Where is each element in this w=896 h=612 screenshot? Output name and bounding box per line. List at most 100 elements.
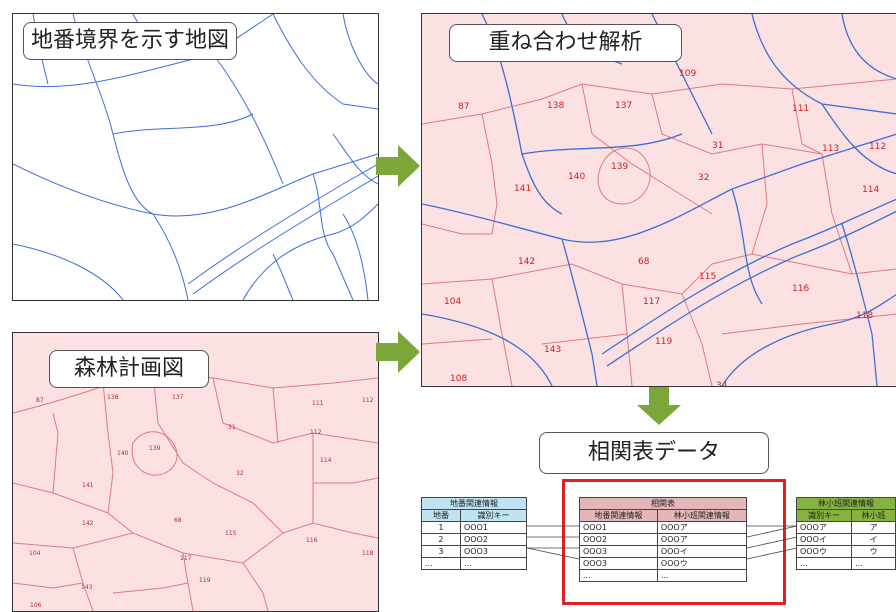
parcel-number-label: 115 bbox=[699, 272, 717, 282]
arrow-down-icon bbox=[637, 387, 681, 425]
parcel-number-label: 31 bbox=[228, 424, 236, 431]
parcel-number-label: 140 bbox=[117, 450, 129, 457]
parcel-number-label: 112 bbox=[310, 429, 322, 436]
parcel-number-label: 34 bbox=[716, 381, 728, 387]
parcel-number-label: 111 bbox=[792, 104, 810, 114]
rinshohan-table-title: 林小班関連情報 bbox=[796, 497, 896, 510]
parcel-number-label: 115 bbox=[225, 530, 237, 537]
cadastral-map-panel: 地番境界を示す地図 bbox=[12, 13, 379, 301]
parcel-number-label: 117 bbox=[643, 297, 661, 307]
forest-plan-title: 森林計画図 bbox=[49, 350, 209, 388]
parcel-number-label: 109 bbox=[679, 69, 697, 79]
table-cell: ... bbox=[795, 557, 853, 570]
forest-plan-panel: 森林計画図 bbox=[12, 332, 379, 612]
parcel-number-label: 137 bbox=[615, 101, 633, 111]
table-header: 識別キー bbox=[459, 509, 528, 522]
parcel-number-label: 32 bbox=[698, 173, 710, 183]
parcel-number-label: 138 bbox=[107, 394, 119, 401]
parcel-number-label: 108 bbox=[450, 374, 468, 384]
parcel-number-label: 142 bbox=[518, 257, 536, 267]
sokan-table-title: 相関表 bbox=[579, 497, 747, 510]
parcel-number-label: 140 bbox=[568, 172, 586, 182]
parcel-number-label: 116 bbox=[306, 537, 318, 544]
table-cell: OOO3 bbox=[459, 545, 528, 558]
overlay-analysis-title: 重ね合わせ解析 bbox=[449, 24, 682, 62]
table-cell: ウ bbox=[851, 545, 896, 558]
table-row: OOO3 OOOイ bbox=[579, 545, 748, 558]
table-cell: OOO1 bbox=[459, 521, 528, 534]
table-row: ... ... bbox=[579, 569, 748, 582]
table-cell: ... bbox=[459, 557, 528, 570]
table-cell: ... bbox=[851, 557, 896, 570]
parcel-number-label: 114 bbox=[862, 185, 880, 195]
parcel-number-label: 139 bbox=[149, 445, 161, 452]
table-cell: 2 bbox=[421, 533, 461, 546]
chiban-table-title: 地番関連情報 bbox=[421, 497, 527, 510]
parcel-number-label: 68 bbox=[638, 257, 650, 267]
table-cell: イ bbox=[851, 533, 896, 546]
table-header: 林小班 bbox=[851, 509, 896, 522]
forest-parcel-labels: 87 138 137 111 31 112 112 140 139 114 32 141 142 68 11… bbox=[12, 332, 377, 610]
table-row: OOOウ ウ bbox=[795, 545, 896, 558]
parcel-number-label: 114 bbox=[320, 457, 332, 464]
parcel-number-label: 137 bbox=[172, 394, 184, 401]
parcel-number-label: 111 bbox=[312, 400, 324, 407]
parcel-number-label: 138 bbox=[547, 101, 565, 111]
parcel-number-label: 141 bbox=[82, 482, 94, 489]
parcel-number-label: 87 bbox=[458, 102, 470, 112]
parcel-number-label: 117 bbox=[180, 555, 192, 562]
parcel-number-label: 32 bbox=[236, 470, 244, 477]
parcel-number-label: 141 bbox=[514, 184, 532, 194]
table-row: OOO2 OOOア bbox=[579, 533, 748, 546]
chiban-table: 地番関連情報 地番 識別キー 1 OOO1 2 OOO2 3 OOO3 ... … bbox=[421, 497, 528, 570]
parcel-number-label: 68 bbox=[174, 517, 182, 524]
table-cell: OOOウ bbox=[795, 545, 853, 558]
parcel-number-label: 104 bbox=[444, 297, 462, 307]
correlation-data-title: 相関表データ bbox=[539, 432, 769, 474]
table-cell: ... bbox=[421, 557, 461, 570]
parcel-number-label: 119 bbox=[655, 337, 673, 347]
table-row: OOOア ア bbox=[795, 521, 896, 534]
table-header: 地番 bbox=[421, 509, 461, 522]
parcel-number-label: 143 bbox=[544, 345, 562, 355]
rinshohan-table: 林小班関連情報 識別キー 林小班 OOOア ア OOOイ イ OOOウ ウ ..… bbox=[795, 497, 896, 570]
parcel-number-label: 139 bbox=[611, 162, 629, 172]
parcel-number-label: 142 bbox=[82, 520, 94, 527]
parcel-number-label: 143 bbox=[81, 584, 93, 591]
table-cell: 3 bbox=[421, 545, 461, 558]
correlation-table-highlight bbox=[562, 479, 786, 605]
table-row: 3 OOO3 bbox=[421, 545, 528, 558]
table-connector-lines bbox=[526, 525, 798, 560]
table-row: ... ... bbox=[421, 557, 528, 570]
forest-plan-lines bbox=[13, 372, 378, 611]
table-row: 2 OOO2 bbox=[421, 533, 528, 546]
cadastral-map-title: 地番境界を示す地図 bbox=[23, 22, 237, 60]
parcel-number-label: 112 bbox=[869, 142, 887, 152]
table-cell: ア bbox=[851, 521, 896, 534]
table-row: 1 OOO1 bbox=[421, 521, 528, 534]
parcel-number-label: 113 bbox=[822, 144, 840, 154]
table-cell: OOO2 bbox=[459, 533, 528, 546]
table-header: 識別キー bbox=[795, 509, 853, 522]
table-row: ... ... bbox=[795, 557, 896, 570]
overlay-analysis-panel: 重ね合わせ解析 109 138 137 87 139 140 111 113 112 31 114 3… bbox=[421, 13, 896, 387]
parcel-number-label: 31 bbox=[712, 141, 724, 151]
parcel-number-label: 112 bbox=[362, 397, 374, 404]
arrow-right-icon bbox=[376, 145, 420, 187]
parcel-number-label: 87 bbox=[36, 397, 44, 404]
parcel-number-label: 104 bbox=[29, 550, 41, 557]
arrow-right-icon bbox=[376, 331, 420, 373]
parcel-number-label: 116 bbox=[792, 284, 810, 294]
parcel-number-label: 118 bbox=[362, 550, 374, 557]
parcel-number-label: 106 bbox=[30, 602, 42, 609]
table-cell: OOOイ bbox=[795, 533, 853, 546]
overlay-analysis-lines bbox=[422, 14, 896, 386]
parcel-number-label: 119 bbox=[199, 577, 211, 584]
overlay-parcel-labels: 109 138 137 87 139 140 111 113 112 31 114 32 141 142 6… bbox=[422, 14, 896, 386]
table-row: OOOイ イ bbox=[795, 533, 896, 546]
sokan-table: 相関表 地番関連情報 林小班関連情報 OOO1 OOOア OOO2 OOOア O… bbox=[579, 497, 748, 582]
table-cell: 1 bbox=[421, 521, 461, 534]
table-header: 林小班関連情報 bbox=[656, 509, 748, 522]
parcel-number-label: 118 bbox=[856, 311, 874, 321]
table-cell: ... bbox=[656, 569, 748, 582]
